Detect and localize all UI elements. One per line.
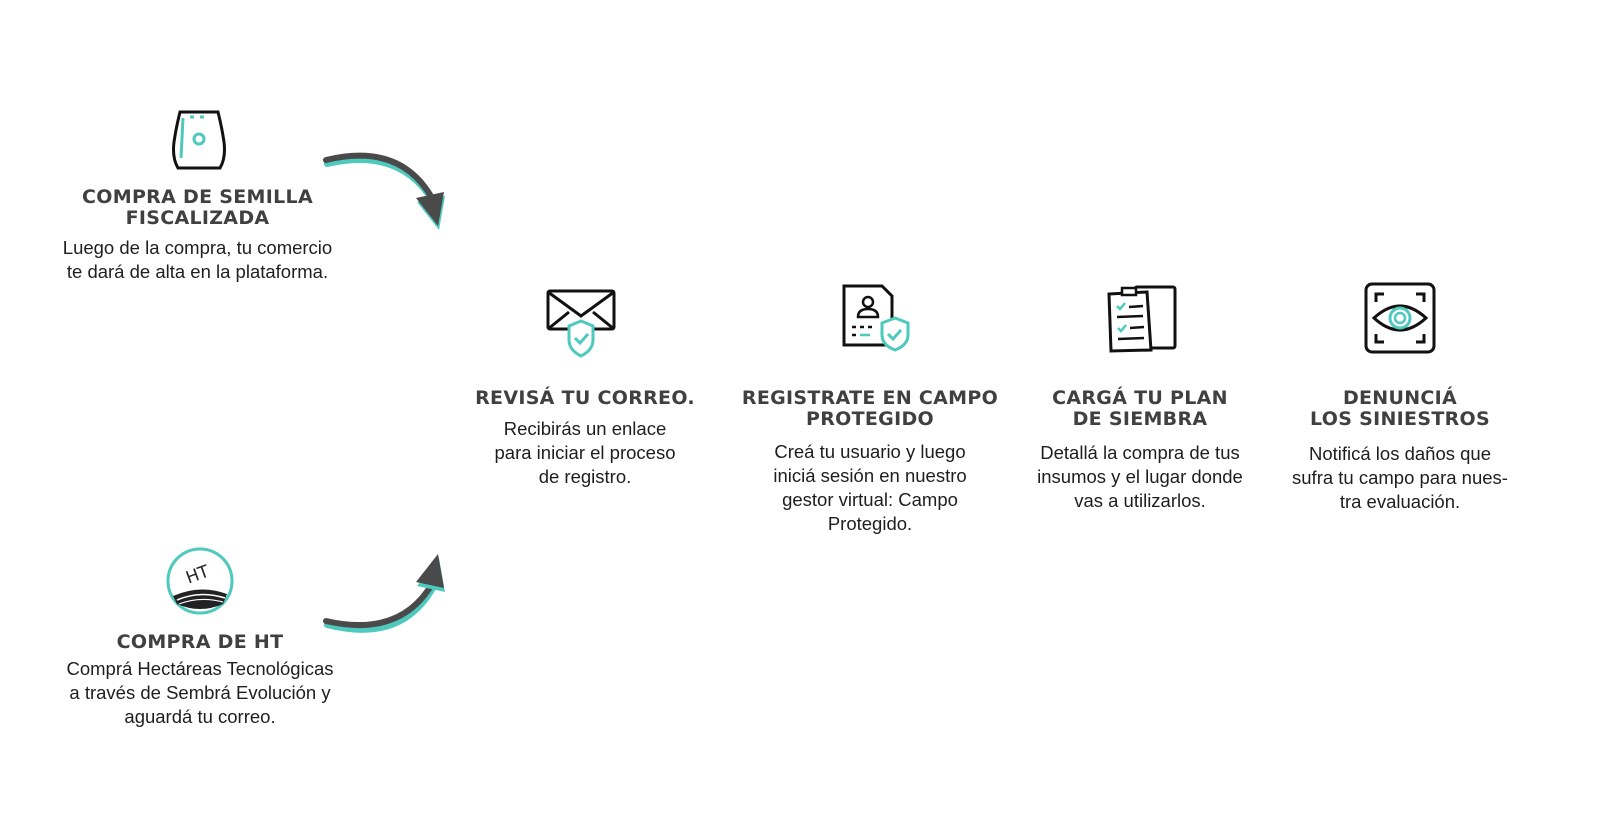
user-document-shield-icon bbox=[840, 283, 916, 360]
entry-title-semilla: COMPRA DE SEMILLA FISCALIZADA bbox=[82, 186, 313, 229]
entry-desc-ht: Comprá Hectáreas Tecnológicas a través d… bbox=[66, 658, 334, 727]
step-desc-correo: Recibirás un enlace para iniciar el proc… bbox=[494, 418, 676, 487]
entry-desc-semilla: Luego de la compra, tu comercio te dará … bbox=[62, 237, 333, 282]
ht-badge-icon: HT bbox=[165, 546, 235, 621]
svg-text:HT: HT bbox=[183, 561, 212, 588]
eye-scan-icon bbox=[1364, 282, 1436, 359]
step-desc-registrate: Creá tu usuario y luego iniciá sesión en… bbox=[773, 441, 967, 534]
step-desc-plan: Detallá la compra de tus insumos y el lu… bbox=[1037, 442, 1243, 511]
entry-title-ht: COMPRA DE HT bbox=[116, 631, 284, 653]
step-title-siniestros: DENUNCIÁ LOS SINIESTROS bbox=[1310, 387, 1490, 430]
step-desc-siniestros: Notificá los daños que sufra tu campo pa… bbox=[1292, 443, 1508, 512]
flow-arrow-top bbox=[323, 152, 445, 230]
flow-arrow-bottom bbox=[323, 554, 445, 633]
envelope-shield-icon bbox=[545, 288, 617, 365]
step-title-registrate: REGISTRATE EN CAMPO PROTEGIDO bbox=[741, 387, 999, 430]
step-title-correo: REVISÁ TU CORREO. bbox=[475, 387, 695, 409]
seed-bag-icon bbox=[170, 108, 228, 177]
step-title-plan: CARGÁ TU PLAN DE SIEMBRA bbox=[1052, 387, 1228, 430]
clipboard-checklist-icon bbox=[1105, 284, 1179, 359]
